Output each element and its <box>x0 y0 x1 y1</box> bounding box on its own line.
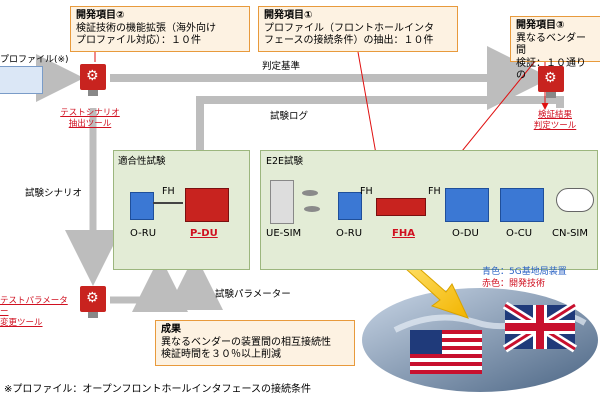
uesim-icon <box>270 180 294 224</box>
judge-tool-icon[interactable]: ⚙ <box>538 66 564 92</box>
note-item3-line1: 異なるベンダー間 <box>516 32 586 57</box>
note-item2: 開発項目② 検証技術の機能拡張（海外向け プロファイル対応）：１０件 <box>70 6 250 52</box>
scenario-tool-icon[interactable]: ⚙ <box>80 64 106 90</box>
note-result: 成果 異なるベンダーの装置間の相互接続性 検証時間を３０％以上削減 <box>155 320 355 366</box>
note-item3: 開発項目③ 異なるベンダー間 検証：１０通りの <box>510 16 600 81</box>
note-item2-title: 開発項目② <box>76 10 125 21</box>
note-item1-title: 開発項目① <box>264 10 313 21</box>
param-tool-label-2: 変更ツール <box>0 318 43 328</box>
legend-red: 赤色：開発技術 <box>482 279 546 289</box>
ocu-label: O-CU <box>506 228 533 239</box>
conformance-title: 適合性試験 <box>118 156 166 167</box>
scenario-tool-label: テストシナリオ 抽出ツール <box>30 108 150 130</box>
oru2-icon <box>338 192 362 220</box>
fha-icon <box>376 198 426 216</box>
odu-label: O-DU <box>452 228 479 239</box>
note-item3-title: 開発項目③ <box>516 20 565 31</box>
note-result-line1: 異なるベンダーの装置間の相互接続性 <box>161 336 331 348</box>
params-arrow-1 <box>110 254 223 310</box>
fh-label-2: FH <box>360 186 373 197</box>
note-item1-line1: プロファイル（フロントホールインタ <box>264 22 434 34</box>
scenario-tool-label-1: テストシナリオ <box>60 108 120 118</box>
cloud-icon <box>556 188 594 212</box>
oru2-label: O-RU <box>336 228 363 239</box>
uk-flag <box>502 301 578 353</box>
pdu-icon <box>185 188 229 222</box>
phone-icon-2 <box>304 206 320 212</box>
fh-label-1: FH <box>162 186 175 197</box>
judge-tool-label-1: 検証結果 <box>537 110 572 120</box>
phone-icon-1 <box>302 190 318 196</box>
oru1-label: O-RU <box>130 228 157 239</box>
scenario-tool-label-2: 抽出ツール <box>68 119 112 129</box>
param-tool-label: テストパラメーター 変更ツール <box>0 296 72 329</box>
profile-label: プロファイル(※) <box>0 55 69 65</box>
judge-tool-stand <box>546 92 556 98</box>
judge-tool-label: 検証結果 判定ツール <box>510 110 600 132</box>
fh-label-3: FH <box>428 186 441 197</box>
e2e-title: E2E試験 <box>266 156 304 167</box>
us-flag <box>410 330 482 374</box>
legend-blue: 青色：5G基地局装置 <box>482 267 567 277</box>
pdu-label: P-DU <box>190 228 218 239</box>
log-arrow <box>196 96 564 150</box>
note-item2-line2: プロファイル対応）：１０件 <box>76 35 201 46</box>
profile-doc-icon <box>0 66 43 94</box>
note-item1: 開発項目① プロファイル（フロントホールインタ フェースの接続条件）の抽出：１０… <box>258 6 458 52</box>
params-label: 試験パラメーター <box>215 289 291 300</box>
footnote: ※プロファイル：オープンフロントホールインタフェースの接続条件 <box>4 384 311 395</box>
fha-label: FHA <box>392 228 415 239</box>
fh-line-1 <box>153 202 183 204</box>
note-item1-line2: フェースの接続条件）の抽出：１０件 <box>264 35 434 46</box>
judge-tool-label-2: 判定ツール <box>533 121 577 131</box>
note-item2-line1: 検証技術の機能拡張（海外向け <box>76 22 216 34</box>
param-tool-stand <box>88 312 98 318</box>
log-label: 試験ログ <box>270 111 309 122</box>
odu-icon <box>445 188 489 222</box>
oru1-icon <box>130 192 154 220</box>
param-tool-label-1: テストパラメーター <box>0 296 68 317</box>
param-tool-icon[interactable]: ⚙ <box>80 286 106 312</box>
uesim-label: UE-SIM <box>266 228 302 239</box>
cnsim-label: CN-SIM <box>552 228 588 239</box>
scenario-tool-stand <box>88 90 98 96</box>
criteria-label: 判定基準 <box>262 61 301 72</box>
note-item3-line2: 検証：１０通りの <box>516 57 586 82</box>
note-result-title: 成果 <box>161 324 181 335</box>
ocu-icon <box>500 188 544 222</box>
note-result-line2: 検証時間を３０％以上削減 <box>161 349 281 360</box>
scenario-label: 試験シナリオ <box>25 188 83 199</box>
